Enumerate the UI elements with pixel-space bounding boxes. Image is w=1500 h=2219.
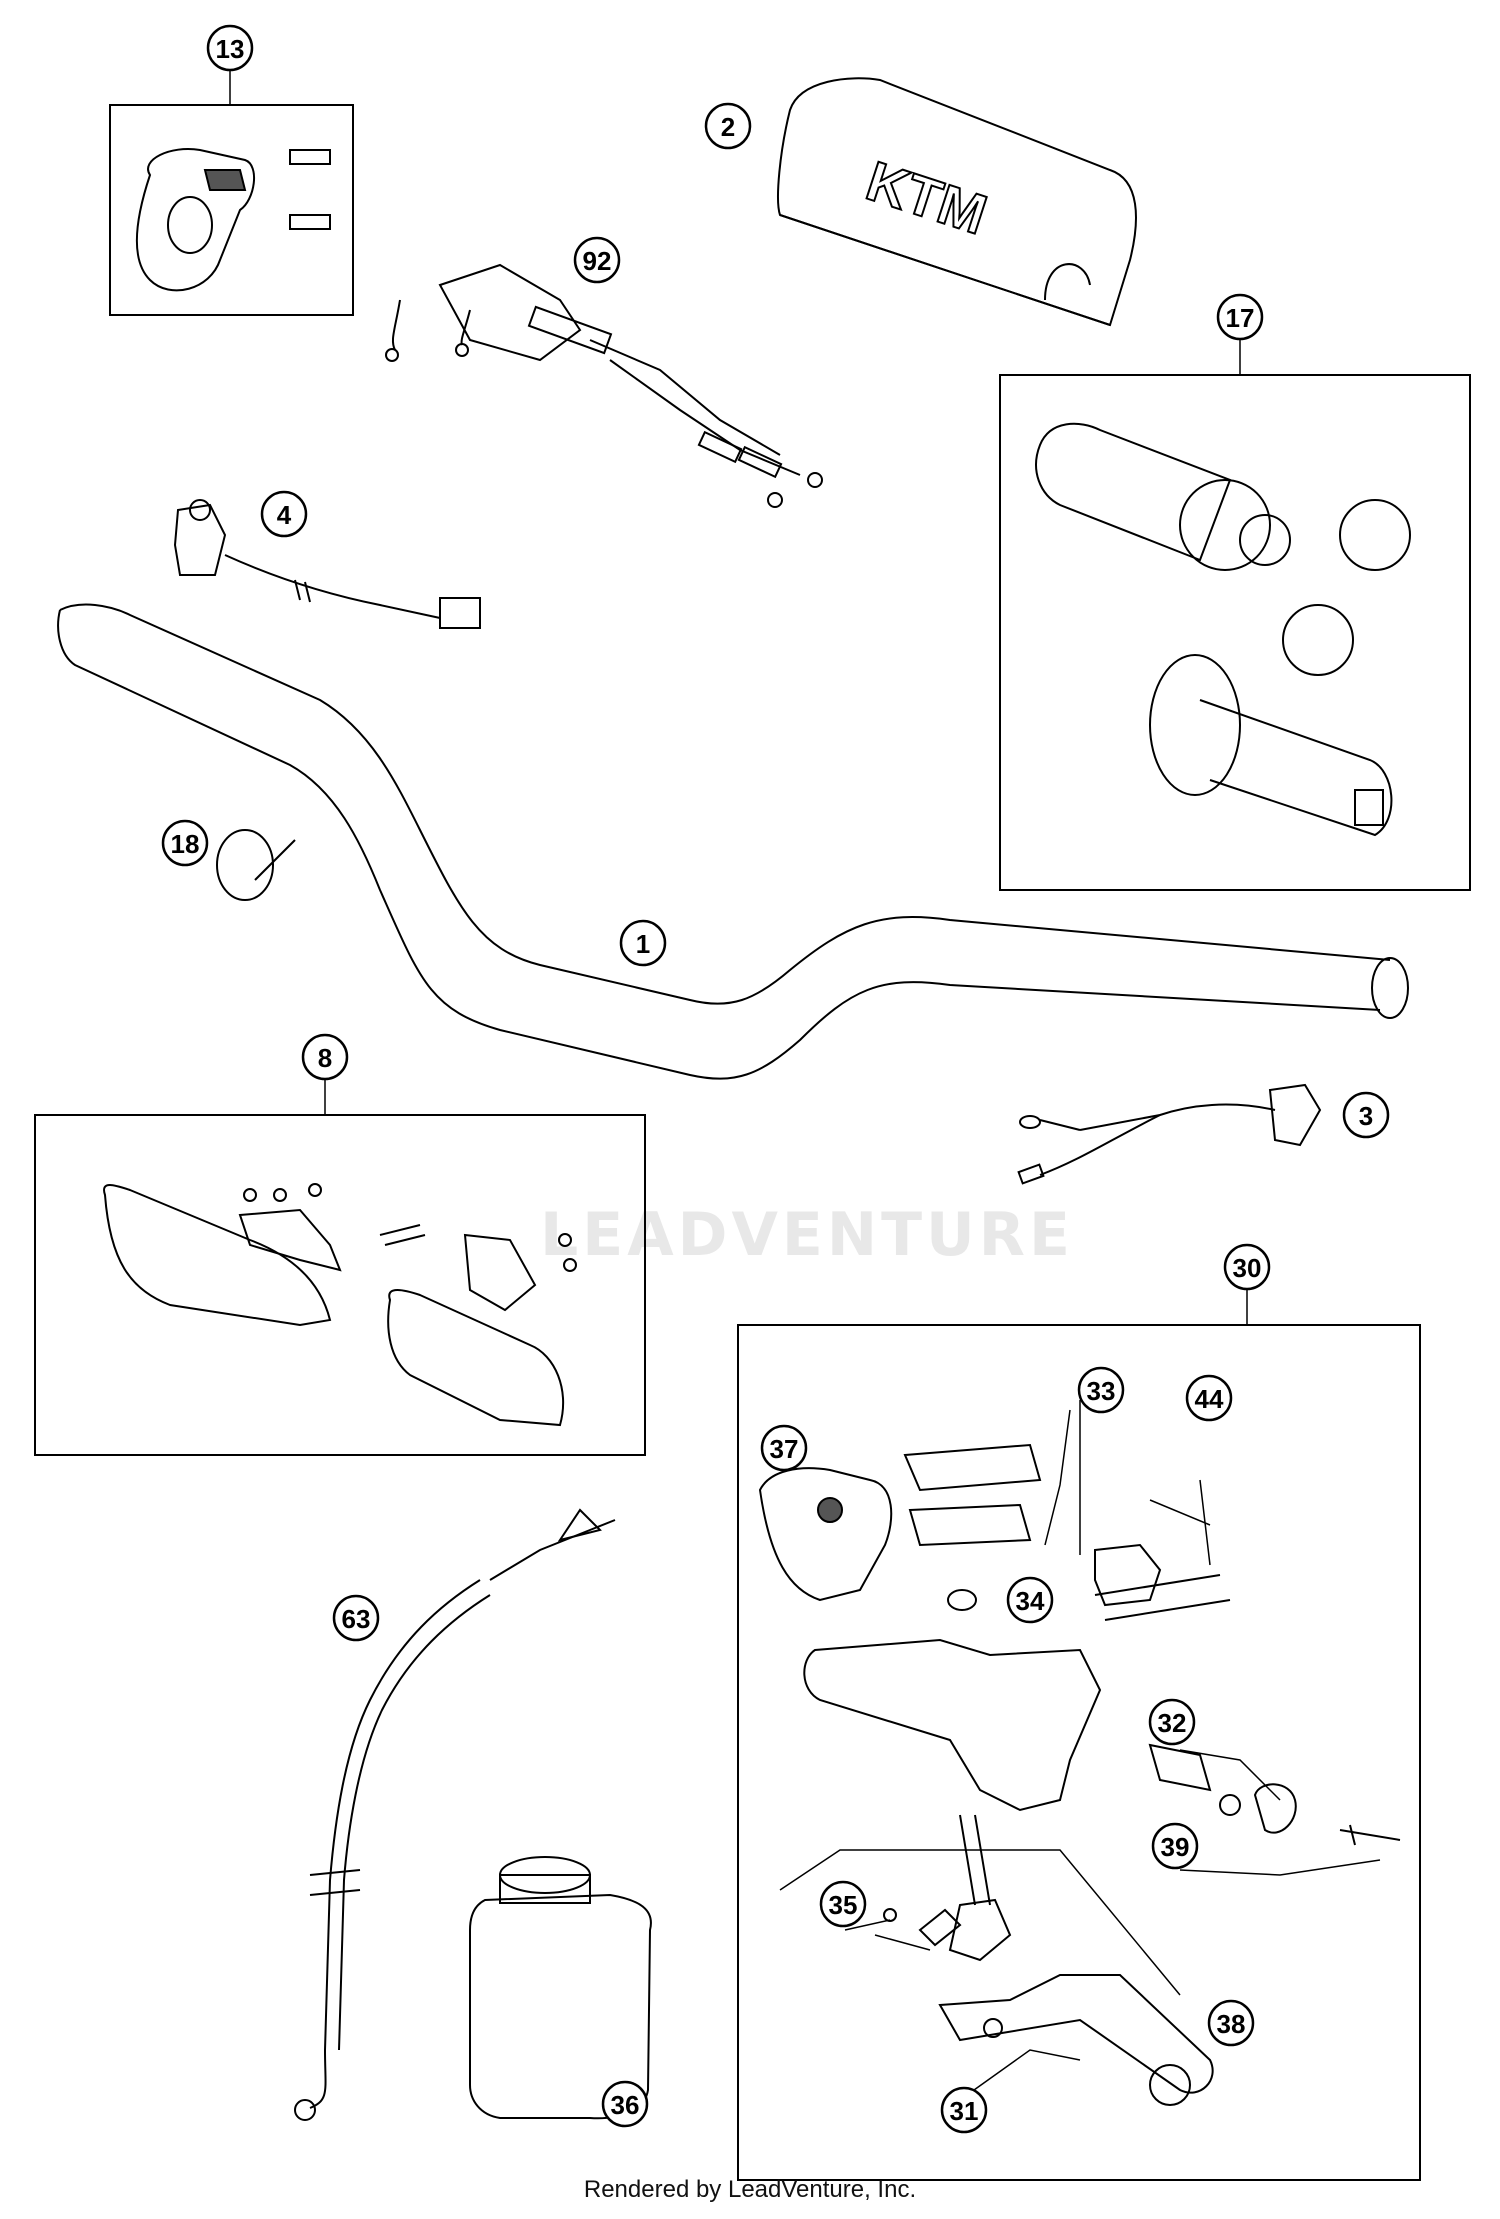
callout-17: 17 [1216, 293, 1264, 341]
callout-44: 44 [1185, 1374, 1233, 1422]
callout-36: 36 [601, 2080, 649, 2128]
footer-credit: Rendered by LeadVenture, Inc. [583, 2176, 917, 2203]
frame-17 [999, 374, 1471, 891]
frame-30 [737, 1324, 1421, 2181]
part-63-brake-hose [294, 1508, 616, 2121]
watermark-text: LEADVENTURE [540, 1200, 1074, 1270]
svg-text:13: 13 [216, 34, 245, 64]
callout-30: 30 [1223, 1243, 1271, 1291]
part-30-master-cylinder [758, 1400, 1401, 2106]
callout-3: 3 [1342, 1091, 1390, 1139]
svg-text:35: 35 [829, 1890, 858, 1920]
callout-34: 34 [1006, 1576, 1054, 1624]
part-4-switch [173, 499, 481, 629]
svg-text:2: 2 [721, 112, 735, 142]
callout-63: 63 [332, 1594, 380, 1642]
callout-38: 38 [1207, 1999, 1255, 2047]
callout-33: 33 [1077, 1366, 1125, 1414]
svg-text:63: 63 [342, 1604, 371, 1634]
svg-text:8: 8 [318, 1043, 332, 1073]
callout-37: 37 [760, 1424, 808, 1472]
part-1-handlebar [57, 603, 1409, 1080]
bar-pad-logo: KTM [859, 149, 994, 246]
svg-text:44: 44 [1195, 1384, 1224, 1414]
callout-2: 2 [704, 102, 752, 150]
part-92-throttle-assembly [385, 263, 823, 508]
callout-35: 35 [819, 1880, 867, 1928]
svg-text:1: 1 [636, 929, 650, 959]
svg-text:17: 17 [1226, 303, 1255, 333]
svg-text:3: 3 [1359, 1101, 1373, 1131]
frame-13 [109, 104, 354, 316]
part-18-cable-tie [216, 829, 296, 901]
callout-4: 4 [260, 490, 308, 538]
callout-39: 39 [1151, 1822, 1199, 1870]
callout-31: 31 [940, 2086, 988, 2134]
svg-text:36: 36 [611, 2090, 640, 2120]
svg-text:34: 34 [1016, 1586, 1045, 1616]
callout-92: 92 [573, 236, 621, 284]
callout-32: 32 [1148, 1698, 1196, 1746]
callout-1: 1 [619, 919, 667, 967]
svg-text:92: 92 [583, 246, 612, 276]
part-3-switch [1017, 1083, 1322, 1185]
frame-8 [34, 1114, 646, 1456]
svg-text:30: 30 [1233, 1253, 1262, 1283]
svg-text:33: 33 [1087, 1376, 1116, 1406]
part-36-brake-fluid-bottle [469, 1856, 652, 2120]
part-8-handguards [103, 1183, 577, 1427]
callout-8: 8 [301, 1033, 349, 1081]
svg-text:4: 4 [277, 500, 292, 530]
part-13-throttle-housing [135, 148, 331, 292]
svg-text:37: 37 [770, 1434, 799, 1464]
part-17-grips [1035, 422, 1411, 837]
svg-text:31: 31 [950, 2096, 979, 2126]
part-2-bar-pad: KTM [777, 77, 1137, 327]
svg-text:18: 18 [171, 829, 200, 859]
callout-13: 13 [206, 24, 254, 72]
svg-text:38: 38 [1217, 2009, 1246, 2039]
callout-18: 18 [161, 819, 209, 867]
svg-text:39: 39 [1161, 1832, 1190, 1862]
svg-text:32: 32 [1158, 1708, 1187, 1738]
